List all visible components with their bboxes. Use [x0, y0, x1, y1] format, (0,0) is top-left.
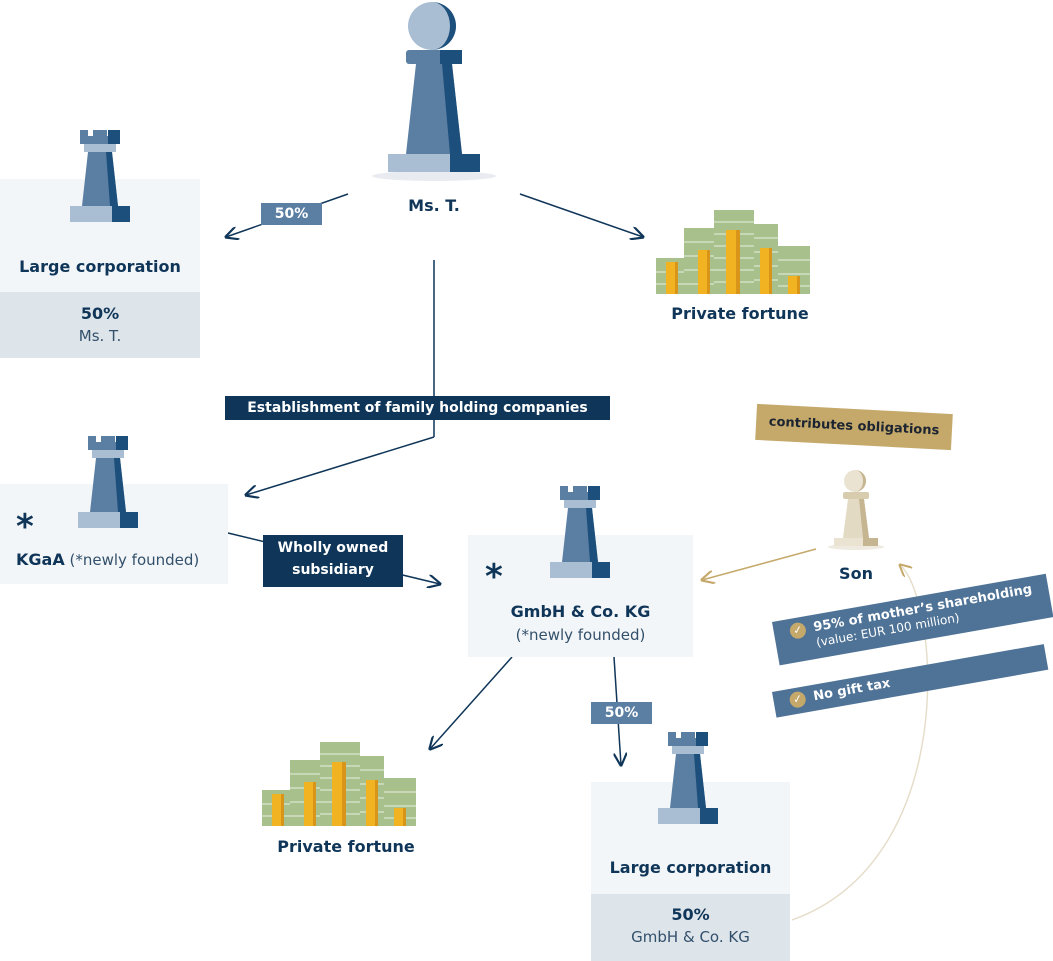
large-corp-bottom-foot: 50% GmbH & Co. KG [591, 894, 790, 961]
check-icon-no-gift-tax: ✓ [788, 690, 807, 709]
kgaa-asterisk: * [16, 507, 34, 547]
large-corp-bottom-owner: GmbH & Co. KG [631, 928, 750, 946]
large-corp-top-share: 50% [80, 304, 120, 323]
son-label: Son [839, 564, 873, 583]
kgaa-title: KGaA [16, 550, 65, 569]
wholly-owned-line-2: subsidiary [292, 562, 374, 578]
pawn-icon-son [828, 470, 884, 550]
money-stack-icon-bottom [262, 742, 416, 826]
check-icon-shareholding: ✓ [788, 621, 808, 640]
money-stack-icon-top [656, 210, 810, 294]
wholly-owned-banner: Wholly owned subsidiary [263, 535, 403, 587]
private-fortune-bottom-label: Private fortune [277, 837, 415, 856]
pawn-icon-ms-t [372, 2, 496, 181]
large-corp-top-foot: 50% Ms. T. [0, 292, 200, 358]
large-corp-bottom-share: 50% [671, 905, 710, 924]
wholly-owned-line-1: Wholly owned [277, 540, 389, 556]
private-fortune-top-label: Private fortune [671, 304, 809, 323]
share-tag-bottom: 50% [591, 702, 652, 724]
rook-icon-gmbh [550, 486, 610, 578]
rook-icon-kgaa [78, 436, 138, 528]
rook-icon-bottom [658, 732, 718, 824]
arrow-to-kgaa [246, 436, 435, 495]
kgaa-note: (*newly founded) [69, 551, 200, 569]
kgaa-label-row: KGaA (*newly founded) [16, 550, 199, 569]
gmbh-title: GmbH & Co. KG [510, 602, 651, 621]
ms-t-label: Ms. T. [408, 196, 460, 215]
gmbh-asterisk: * [485, 557, 503, 597]
arrow-corp-to-son-curve [791, 565, 929, 921]
arrow-gmbh-to-fortune [430, 656, 513, 749]
large-corp-top-owner: Ms. T. [78, 327, 122, 345]
large-corp-top-title: Large corporation [19, 257, 181, 276]
arrow-mst-to-fortune [519, 193, 643, 237]
establishment-banner: Establishment of family holding companie… [225, 396, 610, 420]
share-tag-top: 50% [261, 203, 322, 225]
large-corp-bottom-title: Large corporation [609, 858, 772, 877]
rook-icon-top [70, 130, 130, 222]
gmbh-note: (*newly founded) [515, 626, 646, 644]
arrow-son-to-gmbh [702, 548, 817, 580]
